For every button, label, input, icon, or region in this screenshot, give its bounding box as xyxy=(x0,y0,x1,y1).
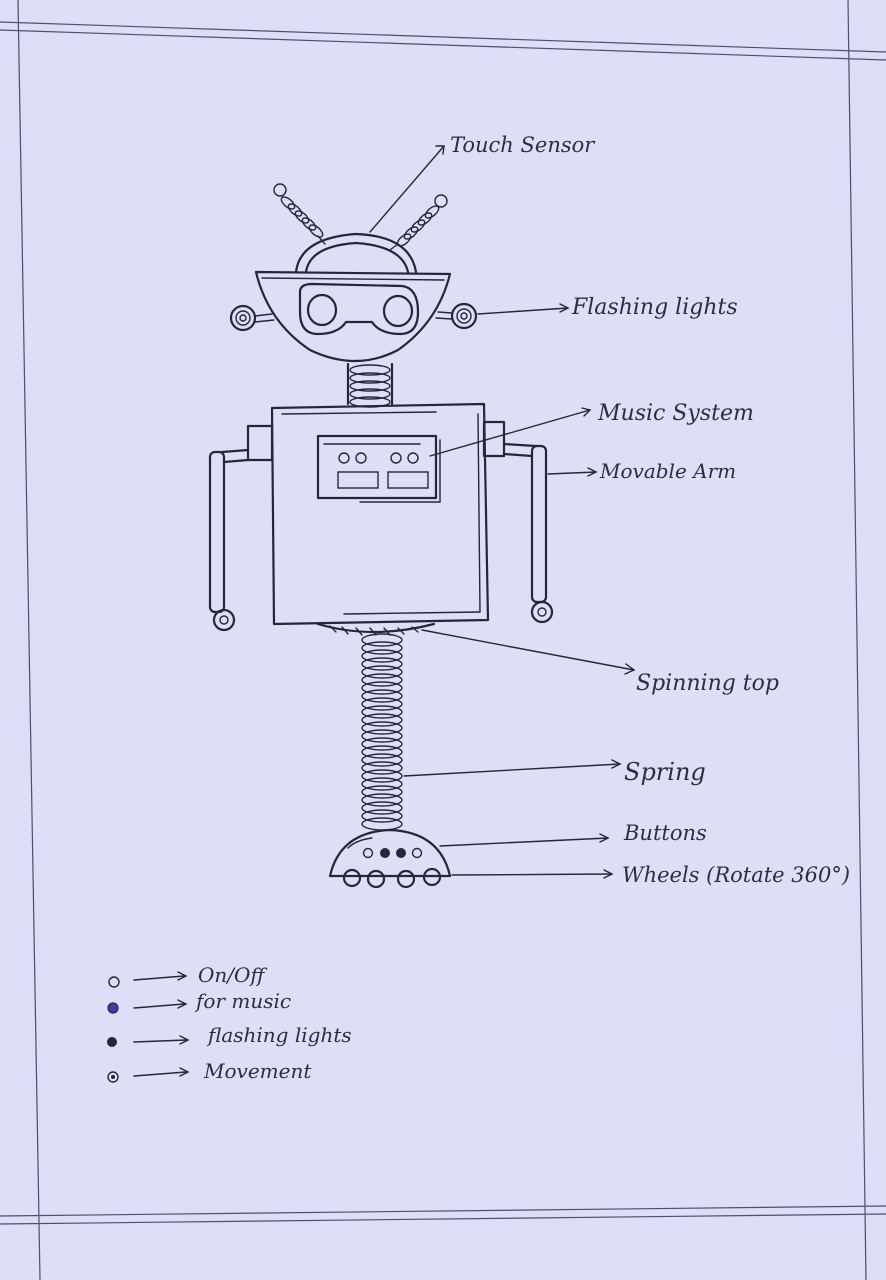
label-music-system: Music System xyxy=(597,401,754,426)
legend-label: for music xyxy=(194,989,291,1013)
legend-label: flashing lights xyxy=(206,1023,352,1047)
legend-item-music: for music xyxy=(107,989,291,1014)
spring-coil xyxy=(361,777,403,791)
legend-label: On/Off xyxy=(198,963,268,987)
arm-right xyxy=(482,420,554,624)
spring-coil xyxy=(361,801,403,815)
spring-coil xyxy=(361,681,403,695)
label-wheels: Wheels (Rotate 360°) xyxy=(622,863,850,887)
robot-body xyxy=(270,402,490,626)
antenna-left xyxy=(273,183,326,245)
legend: On/Off for music flashing lights Movemen… xyxy=(107,963,352,1083)
spring-coil xyxy=(361,745,403,759)
spring-coil xyxy=(361,713,403,727)
label-buttons: Buttons xyxy=(623,821,707,845)
eye-left xyxy=(306,293,338,327)
spring-coil xyxy=(361,657,403,671)
spring-coil xyxy=(361,817,403,831)
spring-coil xyxy=(361,665,403,679)
leader-lines xyxy=(369,145,636,879)
spring-coil xyxy=(361,753,403,767)
spring-coil xyxy=(361,633,403,647)
hollow-circle-icon xyxy=(108,976,120,988)
antenna-right xyxy=(389,194,448,251)
legend-item-movement: Movement xyxy=(107,1059,312,1083)
robot-head xyxy=(254,270,452,363)
spring-coil xyxy=(361,673,403,687)
main-spring xyxy=(361,633,403,831)
spring-coil xyxy=(361,785,403,799)
label-movable-arm: Movable Arm xyxy=(599,459,736,483)
dotted-circle-icon xyxy=(107,1071,119,1083)
music-system-panel xyxy=(316,434,441,503)
robot-base xyxy=(328,828,452,878)
spring-coil xyxy=(361,697,403,711)
legend-item-flashing-lights: flashing lights xyxy=(107,1023,352,1047)
label-touch-sensor: Touch Sensor xyxy=(450,133,596,157)
legend-label: Movement xyxy=(203,1059,312,1083)
arm-left xyxy=(208,424,274,632)
base-wheels xyxy=(342,867,442,889)
spring-coil xyxy=(361,689,403,703)
legend-item-on-off: On/Off xyxy=(108,963,268,988)
eye-right xyxy=(382,294,414,328)
spring-coil xyxy=(361,649,403,663)
label-spinning-top: Spinning top xyxy=(636,671,779,696)
spring-coil xyxy=(361,809,403,823)
label-spring: Spring xyxy=(624,758,706,786)
spring-coil xyxy=(361,729,403,743)
blue-filled-circle-icon xyxy=(107,1002,119,1014)
spinning-top xyxy=(316,622,436,636)
label-flashing-lights: Flashing lights xyxy=(571,295,738,320)
spring-coil xyxy=(361,793,403,807)
black-filled-circle-icon xyxy=(107,1037,117,1047)
neck-spring xyxy=(346,362,394,408)
spring-coil xyxy=(361,761,403,775)
spring-coil xyxy=(361,705,403,719)
spring-coil xyxy=(361,641,403,655)
flashing-light-left xyxy=(229,304,275,332)
base-buttons xyxy=(362,847,423,859)
spring-coil xyxy=(361,721,403,735)
flashing-light-right xyxy=(435,302,478,330)
touch-sensor-dome xyxy=(294,232,418,274)
spring-coil xyxy=(361,737,403,751)
spring-coil xyxy=(361,769,403,783)
